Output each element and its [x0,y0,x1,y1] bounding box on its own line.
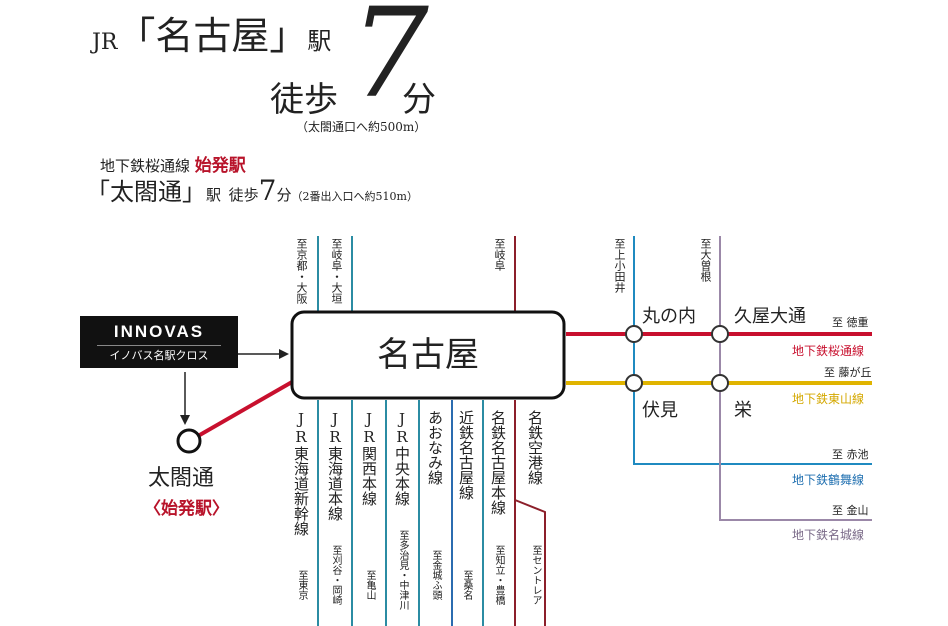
taikodori-name: 太閤通 [148,466,215,491]
headline-jr-nagoya: JR「名古屋」駅 [92,14,331,65]
fun-text: 分 [402,80,436,120]
hisaya-label: 久屋大通 [734,306,806,327]
line-name-airport: 名鉄空港線 [526,410,544,485]
airport-line [514,499,546,626]
line-name-kansai: JR関西本線 [360,410,378,506]
walk-note: （太閤通口へ約500m） [296,120,427,134]
walk-minutes-big: 7 [350,0,429,126]
dest-gifu-ogaki: 至岐阜・大垣 [330,238,343,304]
dest-airport: 至セントレア [530,545,541,605]
dest-kansai: 至亀山 [364,570,375,600]
sub-minutes: 7 [258,174,277,207]
dest-chuo: 至多治見・中津川 [397,530,408,610]
dest-meijo: 至 金山 [832,504,869,517]
nagoya-label: 名古屋 [377,335,479,375]
sub-eki: 駅 [206,186,222,204]
sub-line-row: 地下鉄桜通線 始発駅 [100,151,246,176]
dest-sakuradori: 至 徳重 [832,316,869,329]
fushimi-station-icon [625,374,643,392]
tsurumai-line [633,236,872,465]
toho-text: 徒歩 [270,80,338,120]
hisaya-station-icon [711,325,729,343]
dest-kyoto: 至京都・大阪 [295,238,308,304]
dest-shinkansen: 至東京 [296,570,307,600]
sakae-label: 栄 [734,400,752,421]
fushimi-label: 伏見 [642,400,678,421]
nagoya-station-box [290,310,566,400]
innovas-box: INNOVAS イノバス名駅クロス [80,316,238,368]
sub-toho: 徒歩 [228,186,259,204]
innovas-name: INNOVAS [113,322,205,341]
line-name-tokaido: JR東海道本線 [326,410,344,521]
name-higashiyama: 地下鉄東山線 [792,392,865,406]
eki-text: 駅 [307,27,332,55]
sub-note: （2番出入口へ約510m） [291,190,418,203]
name-tsurumai: 地下鉄鶴舞線 [792,473,865,487]
arrow-right-icon [279,349,289,359]
dest-tsurumai: 至 赤池 [832,448,869,461]
sakae-station-icon [711,374,729,392]
dest-ozone: 至大曽根 [699,238,712,282]
arrow-down-icon [180,415,190,425]
jr-prefix: JR [92,30,118,55]
innovas-sub: イノバス名駅クロス [109,350,209,362]
dest-tokaido: 至刈谷・岡崎 [330,545,341,605]
name-sakuradori: 地下鉄桜通線 [792,344,865,358]
origin-station-label: 始発駅 [194,156,246,176]
name-meijo: 地下鉄名城線 [792,528,865,542]
taikodori-origin: 〈始発駅〉 [144,499,229,519]
marunouchi-station-icon [625,325,643,343]
sub-fun: 分 [276,186,292,204]
dest-meitetsu: 至知立・豊橋 [493,545,504,605]
taikodori-link [197,380,293,438]
line-name-shinkansen: JR東海道新幹線 [292,410,310,536]
dest-gifu: 至岐阜 [493,238,506,271]
line-name-aonami: あおなみ線 [426,410,444,485]
dest-kintetsu: 至桑名 [461,570,472,600]
nagoya-bracketed: 「名古屋」 [117,14,308,58]
marunouchi-label: 丸の内 [642,306,696,327]
line-name-meitetsu: 名鉄名古屋本線 [489,410,507,515]
dest-kamiotai: 至上小田井 [613,238,626,293]
sub-line-name: 地下鉄桜通線 [100,157,191,175]
sub-station-row: 「太閤通」駅 徒歩7分（2番出入口へ約510m） [86,176,418,212]
dest-aonami: 至金城ふ頭 [430,550,441,600]
line-name-chuo: JR中央本線 [393,410,411,506]
taikodori-bracketed: 「太閤通」 [86,178,206,206]
dest-higashiyama: 至 藤が丘 [824,366,872,379]
taikodori-station-icon [176,428,202,454]
line-name-kintetsu: 近鉄名古屋線 [457,410,475,500]
